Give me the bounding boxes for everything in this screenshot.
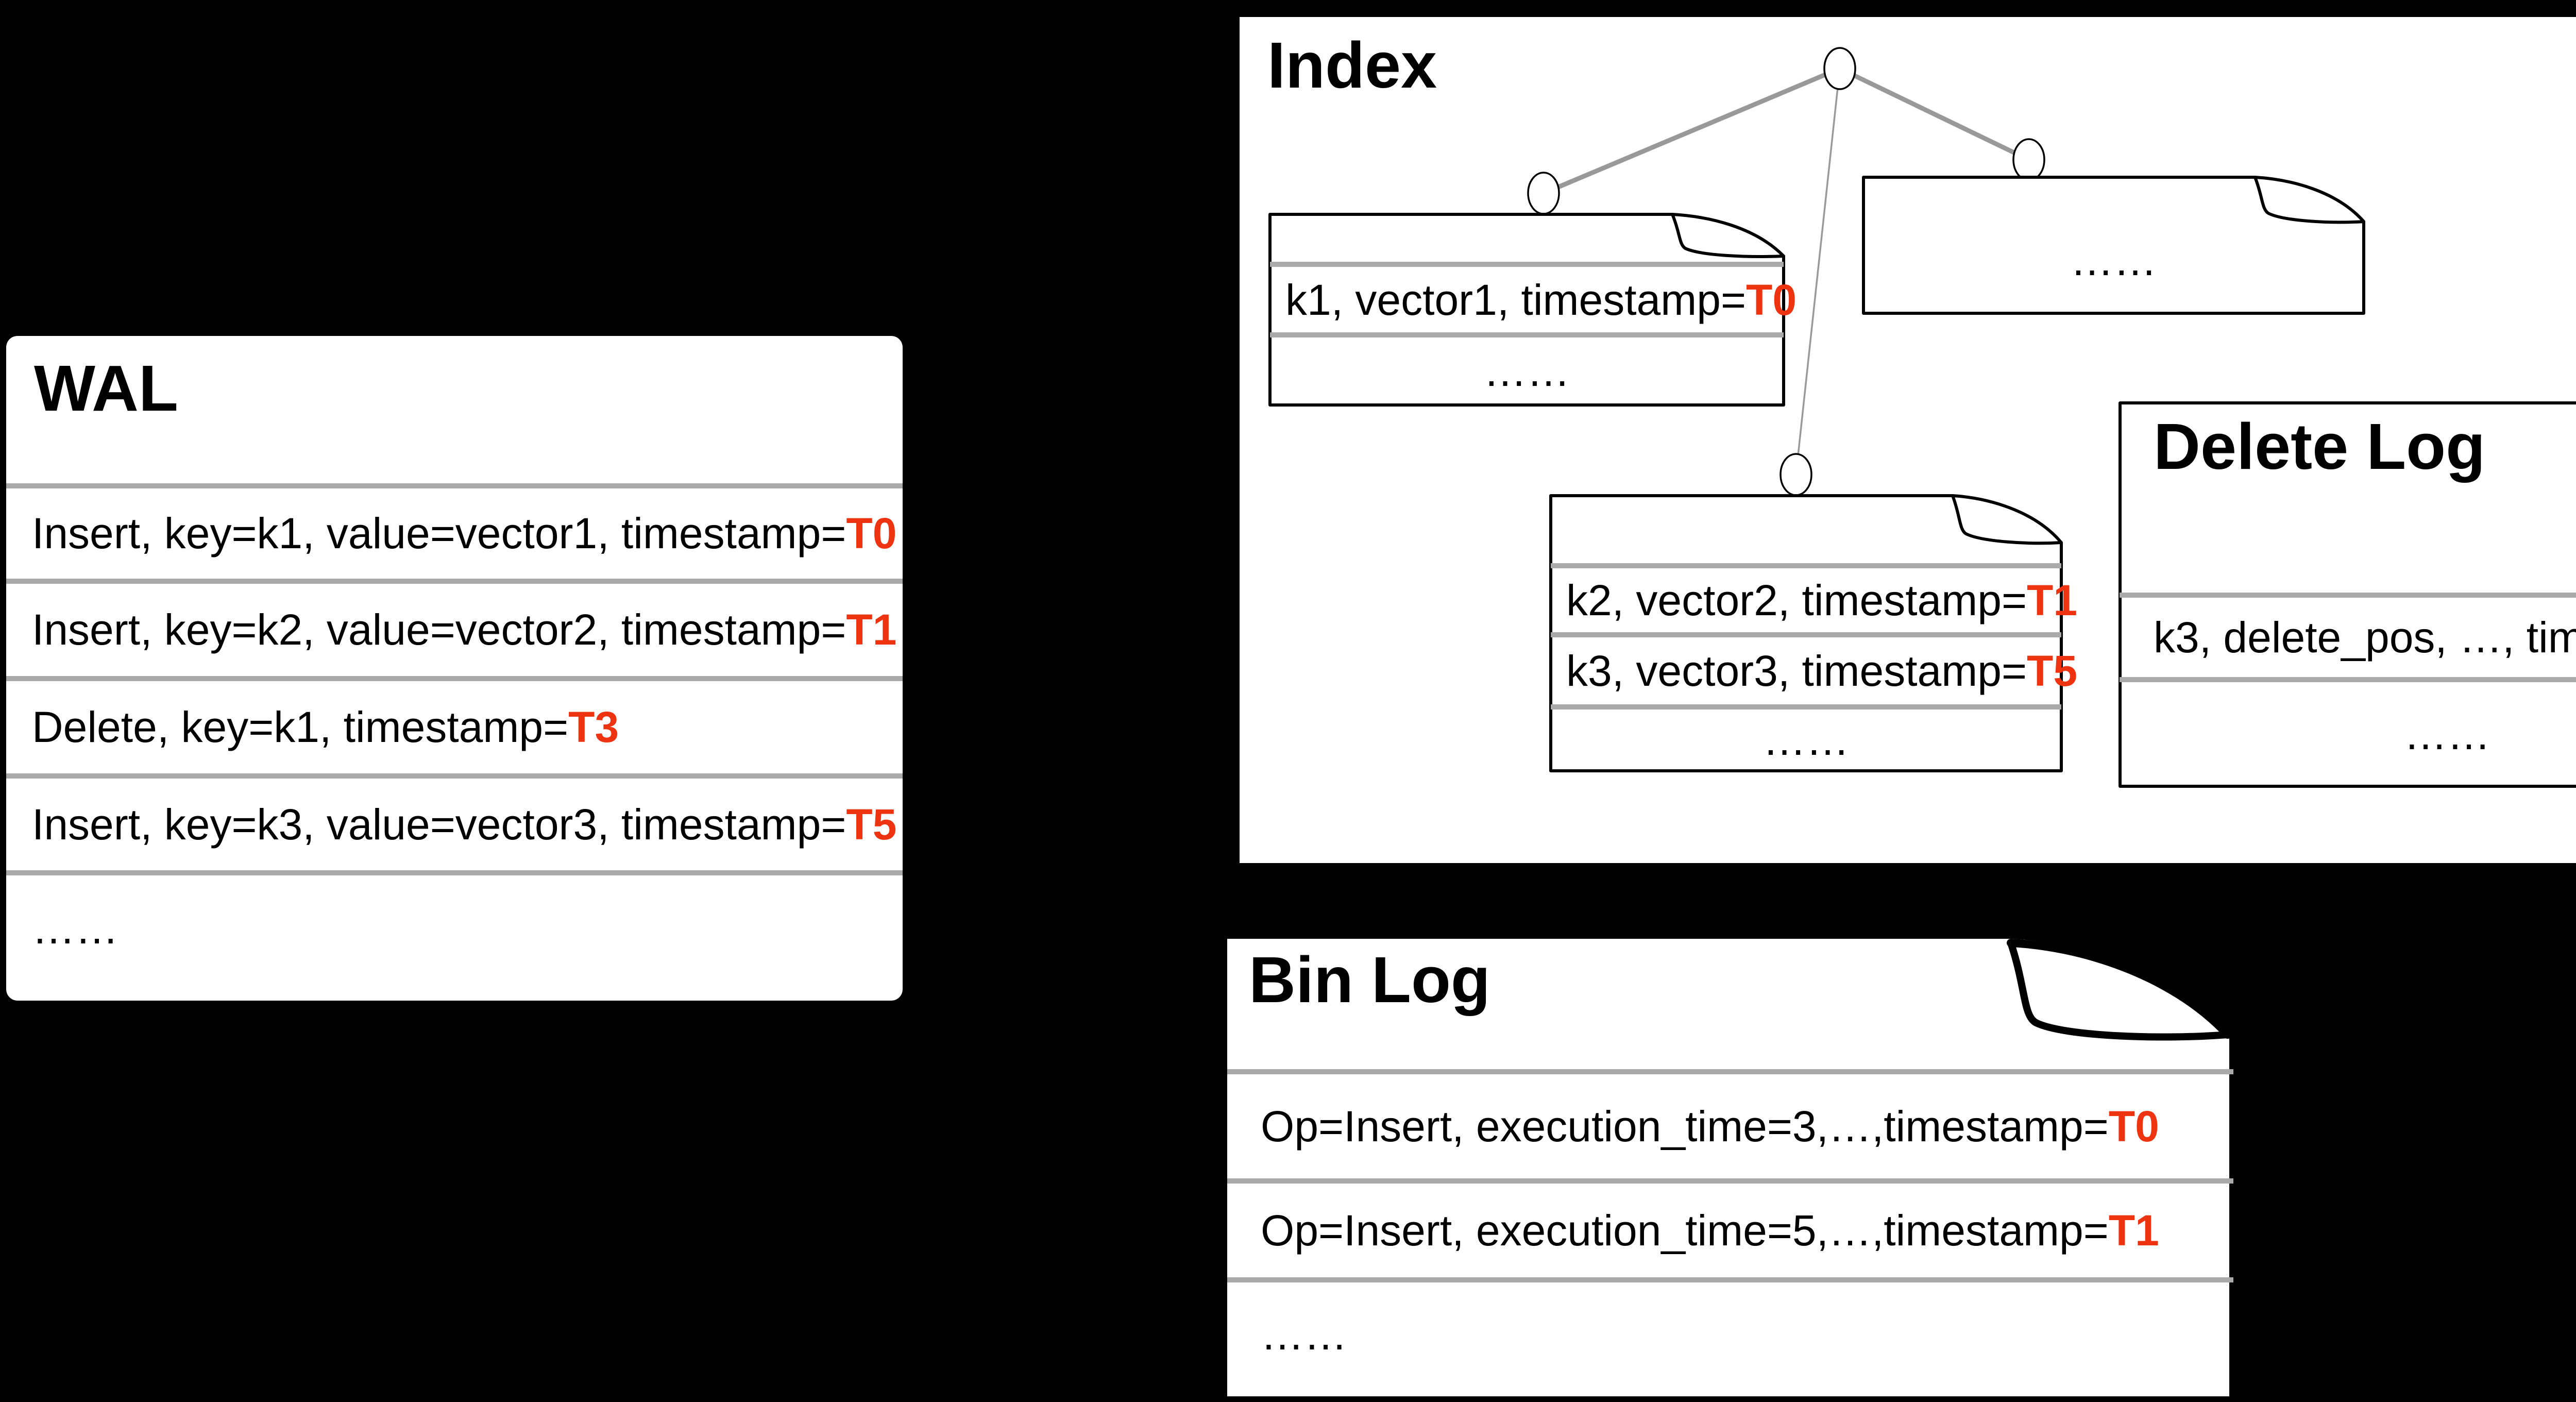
segment-row: k2, vector2, timestamp=T1 (1566, 579, 2077, 622)
segment-row: k1, vector1, timestamp=T0 (1285, 278, 1797, 322)
segment-row: k3, vector3, timestamp=T5 (1566, 649, 2077, 692)
index-title: Index (1267, 29, 1437, 102)
delete-log-title: Delete Log (2154, 410, 2486, 483)
timestamp-value: T0 (846, 509, 897, 558)
separator (2120, 593, 2576, 598)
separator (6, 773, 903, 779)
wal-row: Insert, key=k2, value=vector2, timestamp… (32, 608, 896, 651)
separator (1551, 632, 2061, 637)
separator (6, 483, 903, 488)
timestamp-value: T3 (568, 703, 619, 751)
separator (6, 579, 903, 584)
separator (1227, 1178, 2233, 1184)
wal-row-text: Insert, key=k2, value=vector2, timestamp… (32, 605, 846, 654)
separator (1227, 1277, 2233, 1282)
separator (6, 870, 903, 875)
separator (1270, 262, 1784, 267)
index-segment-doc-1: k1, vector1, timestamp=T0 …… (1268, 212, 1797, 407)
separator (1270, 332, 1784, 337)
fold-crease (2253, 176, 2365, 224)
segment-row-text: k3, vector3, timestamp= (1566, 647, 2027, 695)
wal-row-text: Insert, key=k3, value=vector3, timestamp… (32, 800, 846, 849)
separator (1551, 704, 2061, 710)
bin-log-title: Bin Log (1249, 943, 1490, 1016)
wal-title: WAL (34, 352, 178, 425)
tree-node-right (2012, 138, 2045, 181)
segment-row-text: k1, vector1, timestamp= (1285, 276, 1747, 324)
wal-row: Insert, key=k3, value=vector3, timestamp… (32, 803, 896, 846)
wal-row-text: Delete, key=k1, timestamp= (32, 703, 569, 751)
timestamp-value: T0 (1746, 276, 1797, 324)
timestamp-value: T1 (846, 605, 897, 654)
tree-node-root (1823, 47, 1856, 90)
bin-log-row: Op=Insert, execution_time=3,…,timestamp=… (1261, 1105, 2159, 1148)
timestamp-value: T1 (2027, 576, 2078, 624)
separator (1551, 563, 2061, 568)
timestamp-value: T1 (2108, 1206, 2159, 1255)
separator (1227, 1069, 2233, 1074)
timestamp-value: T5 (2027, 647, 2078, 695)
index-segment-doc-3: k2, vector2, timestamp=T1 k3, vector3, t… (1549, 494, 2077, 773)
tree-node-left (1527, 172, 1560, 215)
fold-outer-edge (2007, 939, 2232, 1039)
separator (2120, 677, 2576, 682)
delete-log-doc: Delete Log k3, delete_pos, …, timestamp=… (2117, 400, 2576, 789)
segment-row-text: k2, vector2, timestamp= (1566, 576, 2027, 624)
page-fold-shape (1862, 176, 2365, 315)
segment-ellipsis-row: …… (1483, 347, 1570, 395)
separator (6, 676, 903, 681)
wal-row: Insert, key=k1, value=vector1, timestamp… (32, 512, 896, 555)
tree-node-middle (1780, 453, 1812, 496)
delete-log-ellipsis-row: …… (2404, 710, 2490, 758)
segment-ellipsis-row: …… (2070, 236, 2157, 284)
bin-log-row-text: Op=Insert, execution_time=5,…,timestamp= (1261, 1206, 2109, 1255)
segment-ellipsis-row: …… (1762, 716, 1850, 764)
bin-log-doc: Bin Log Op=Insert, execution_time=3,…,ti… (1227, 939, 2233, 1396)
wal-row-text: Insert, key=k1, value=vector1, timestamp… (32, 509, 846, 558)
delete-log-row-text: k3, delete_pos, …, timestamp= (2154, 613, 2576, 662)
wal-row: Delete, key=k1, timestamp=T3 (32, 705, 619, 749)
fold-crease (2007, 939, 2231, 1041)
wal-box: WAL Insert, key=k1, value=vector1, times… (6, 336, 903, 1001)
index-segment-doc-2: …… (1861, 175, 2366, 315)
index-tree (1527, 47, 2045, 496)
timestamp-value: T0 (2108, 1102, 2159, 1151)
wal-ellipsis-row: …… (32, 904, 118, 953)
bin-log-row-text: Op=Insert, execution_time=3,…,timestamp= (1261, 1102, 2109, 1151)
tree-edge (1795, 68, 1841, 475)
fold-crease (1951, 494, 2063, 545)
delete-log-row: k3, delete_pos, …, timestamp=T3 (2154, 616, 2576, 659)
bin-log-ellipsis-row: …… (1261, 1310, 1347, 1359)
bin-log-row: Op=Insert, execution_time=5,…,timestamp=… (1261, 1209, 2159, 1252)
fold-crease (1671, 213, 1785, 258)
timestamp-value: T5 (846, 800, 897, 849)
tree-edge (1839, 66, 2030, 162)
tree-edge (1543, 66, 1841, 196)
